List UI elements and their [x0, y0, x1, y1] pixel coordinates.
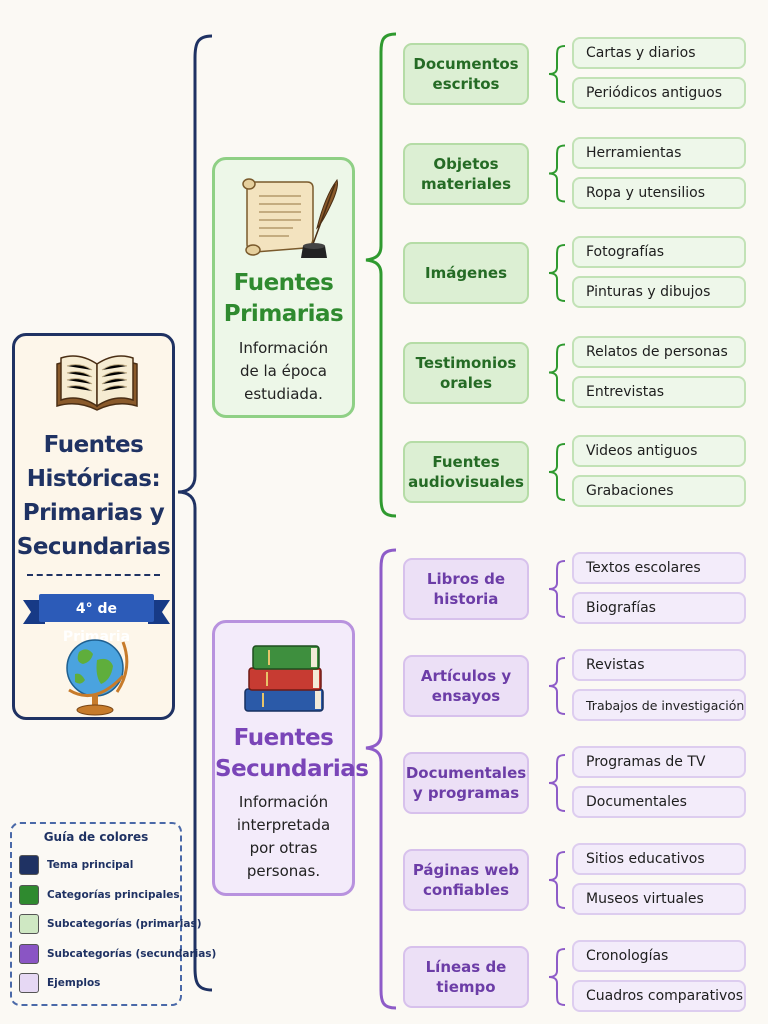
- example-item: Cuadros comparativos: [572, 980, 746, 1012]
- example-item: Ropa y utensilios: [572, 176, 746, 209]
- example-item: Sitios educativos: [572, 843, 746, 875]
- open-book-icon: [56, 355, 138, 411]
- example-brace: [548, 560, 566, 618]
- secondary-description: Información interpretada por otras perso…: [236, 793, 331, 880]
- globe-icon: [66, 639, 129, 716]
- primary-sources-card: Fuentes Primarias Información de la époc…: [212, 157, 355, 418]
- legend-swatch: [19, 884, 39, 905]
- legend-label: Subcategorías (secundarias): [47, 947, 217, 960]
- example-item: Relatos de personas: [572, 335, 746, 368]
- example-brace: [548, 443, 566, 501]
- example-item: Cronologías: [572, 940, 746, 972]
- stacked-books-icon: [244, 645, 324, 712]
- example-brace: [548, 754, 566, 812]
- scroll-quill-icon: [242, 178, 338, 258]
- example-item: Grabaciones: [572, 475, 746, 507]
- example-brace: [548, 343, 566, 402]
- secondary-sources-card: Fuentes Secundarias Información interpre…: [212, 620, 369, 896]
- legend-row: Subcategorías (primarias): [19, 913, 202, 935]
- example-item: Fotografías: [572, 236, 746, 268]
- main-title: Fuentes Históricas: Primarias y Secundar…: [16, 432, 171, 560]
- primary-brace: [365, 32, 397, 518]
- main-topic-card: Fuentes Históricas: Primarias y Secundar…: [12, 333, 175, 720]
- subcategory-box: Imágenes: [403, 242, 529, 304]
- example-item: Biografías: [572, 592, 746, 624]
- legend-label: Categorías principales: [47, 888, 180, 901]
- example-item: Documentales: [572, 786, 746, 818]
- example-item: Trabajos de investigación: [572, 689, 746, 721]
- grade-banner: 4° de Primaria: [23, 592, 170, 645]
- legend-label: Ejemplos: [47, 977, 101, 989]
- example-brace: [548, 657, 566, 715]
- legend-label: Tema principal: [47, 859, 134, 871]
- example-item: Pinturas y dibujos: [572, 276, 746, 308]
- example-item: Entrevistas: [572, 375, 746, 408]
- example-brace: [548, 851, 566, 909]
- example-brace: [548, 948, 566, 1006]
- example-brace: [548, 45, 566, 103]
- legend-swatch: [19, 973, 39, 993]
- legend-label: Subcategorías (primarias): [47, 918, 202, 930]
- legend-row: Ejemplos: [19, 972, 100, 994]
- subcategory-label: Imágenes: [424, 264, 508, 282]
- legend-title: Guía de colores: [43, 830, 149, 844]
- primary-description: Información de la época estudiada.: [238, 339, 329, 403]
- example-item: Revistas: [572, 649, 746, 681]
- legend-swatch: [19, 855, 39, 875]
- secondary-brace: [365, 548, 397, 1010]
- legend-swatch: [19, 943, 39, 964]
- example-item: Cartas y diarios: [572, 37, 746, 69]
- legend-row: Tema principal: [19, 854, 133, 876]
- example-item: Periódicos antiguos: [572, 77, 746, 109]
- example-brace: [548, 244, 566, 302]
- legend-swatch: [19, 914, 39, 934]
- example-brace: [548, 144, 566, 203]
- primary-title: Fuentes Primarias: [223, 270, 344, 327]
- secondary-title: Fuentes Secundarias: [215, 725, 369, 782]
- divider: [27, 574, 160, 576]
- example-item: Museos virtuales: [572, 883, 746, 915]
- main-brace: [177, 34, 213, 992]
- legend-row: Categorías principales: [19, 884, 180, 906]
- example-item: Textos escolares: [572, 552, 746, 584]
- grade-label: 4° de Primaria: [62, 601, 131, 645]
- legend-row: Subcategorías (secundarias): [19, 943, 216, 965]
- example-item: Programas de TV: [572, 746, 746, 778]
- example-item: Videos antiguos: [572, 435, 746, 467]
- example-item: Herramientas: [572, 136, 746, 169]
